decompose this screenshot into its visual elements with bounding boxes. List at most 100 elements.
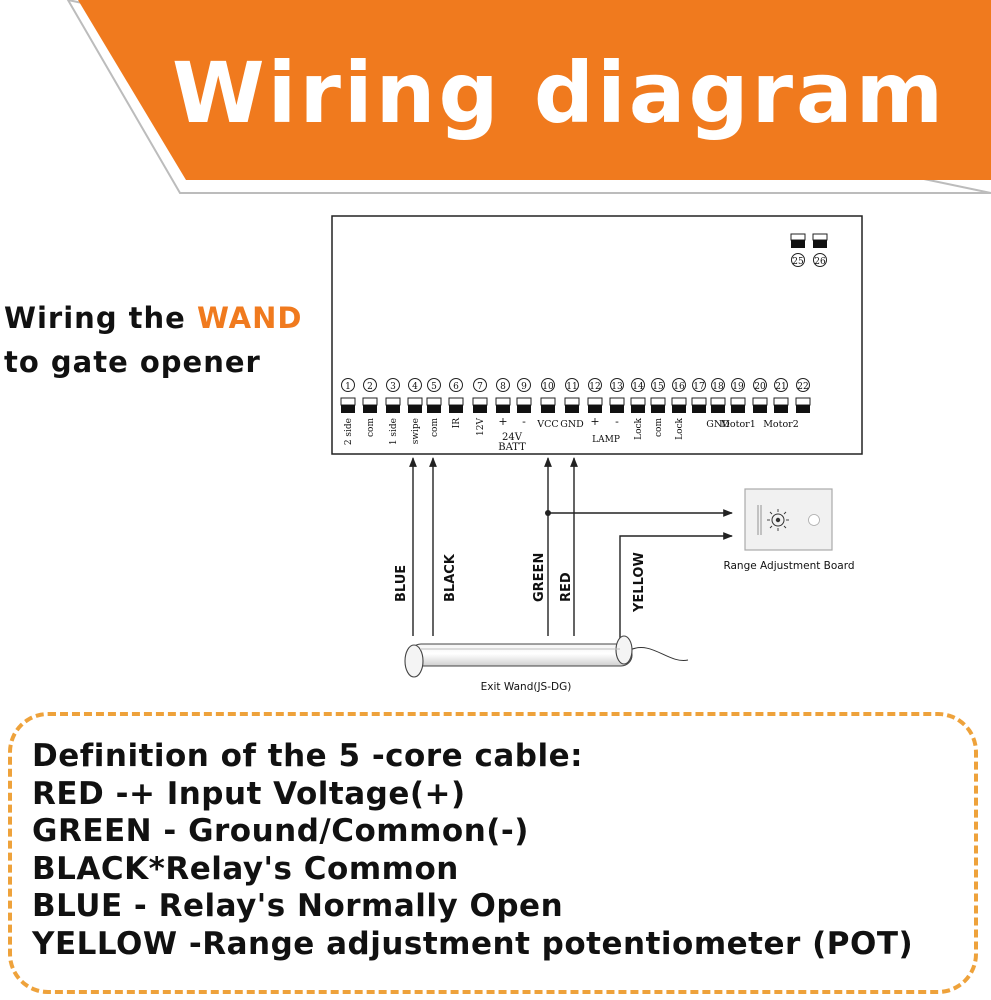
terminal-screw <box>587 397 603 406</box>
definition-green: GREEN - Ground/Common(-) <box>32 813 529 849</box>
terminal-number: 6 <box>453 382 459 392</box>
terminal-label: swipe <box>411 418 421 444</box>
terminal-number: 12 <box>589 382 600 392</box>
terminal-3: 31 side <box>385 378 401 445</box>
terminal-block <box>565 405 579 413</box>
definition-black: BLACK*Relay's Common <box>32 850 459 887</box>
intro-line-1: Wiring the WAND <box>4 296 302 340</box>
wand-right-cap <box>615 635 633 665</box>
terminal-label: - <box>522 415 526 428</box>
terminal-block <box>541 405 555 413</box>
terminal-number-circle <box>565 378 579 392</box>
green-junction-dot <box>545 510 551 516</box>
terminal-number-circle <box>449 378 463 392</box>
terminal-block <box>449 405 463 413</box>
exit-wand <box>404 635 689 678</box>
terminal-label: GND <box>706 419 730 430</box>
banner-orange-shape <box>78 0 991 180</box>
terminal-block <box>813 240 827 248</box>
terminal-12: 12+ <box>587 378 603 428</box>
terminal-screw <box>609 397 625 406</box>
terminal-block <box>692 405 706 413</box>
terminal-15: 15 com <box>650 378 666 437</box>
yellow-wire <box>619 532 733 640</box>
terminal-number: 22 <box>797 382 808 392</box>
terminal-20: 20 <box>752 378 768 413</box>
terminal-label: Lock <box>634 417 644 439</box>
intro-line-1-prefix: Wiring the <box>4 301 197 335</box>
terminal-screw <box>564 397 580 406</box>
terminal-number: 26 <box>814 257 826 267</box>
terminal-block <box>496 405 510 413</box>
range-board-mounting-hole <box>808 514 820 526</box>
terminal-block <box>672 405 686 413</box>
terminal-number: 11 <box>566 382 577 392</box>
terminal-screw <box>472 397 488 406</box>
terminal-screw <box>671 397 687 406</box>
range-board-label: Range Adjustment Board <box>723 560 854 572</box>
terminal-block <box>341 405 355 413</box>
definition-box <box>8 712 978 994</box>
batt-voltage-label: 24V <box>502 432 523 443</box>
terminal-block <box>588 405 602 413</box>
terminal-screw <box>385 397 401 406</box>
terminal-screw <box>495 397 511 406</box>
wire-label-red: RED <box>559 572 574 602</box>
terminal-22: 22 <box>795 378 811 413</box>
wire-label-blue: BLUE <box>394 565 409 602</box>
terminal-number: 10 <box>542 382 554 392</box>
lamp-label: LAMP <box>592 435 620 445</box>
terminal-number-circle <box>796 378 810 392</box>
terminal-label: GND <box>560 419 584 430</box>
terminal-block <box>363 405 377 413</box>
terminal-number: 15 <box>652 382 664 392</box>
terminal-number-circle <box>341 378 355 392</box>
wand-label: Exit Wand(JS-DG) <box>481 681 572 693</box>
terminal-6: 6IR <box>448 378 464 428</box>
terminal-screw <box>691 397 707 406</box>
terminal-screw <box>710 397 726 406</box>
wand-cable <box>629 647 689 661</box>
terminal-screw <box>516 397 532 406</box>
terminal-number: 9 <box>521 382 527 392</box>
definition-blue: BLUE - Relay's Normally Open <box>32 888 564 924</box>
terminal-number-circle <box>631 378 645 392</box>
terminal-screw <box>426 397 442 406</box>
terminal-screw <box>773 397 789 406</box>
wand-highlight: WAND <box>196 301 303 335</box>
definition-list: Definition of the 5 -core cable: RED -+ … <box>32 738 977 963</box>
terminal-number: 25 <box>792 257 804 267</box>
terminal-label: com <box>654 418 664 437</box>
terminal-screw <box>650 397 666 406</box>
terminal-26: 26 <box>812 233 828 267</box>
terminal-label: com <box>430 418 440 437</box>
terminal-number: 7 <box>477 382 483 392</box>
wire-label-yellow: YELLOW <box>632 552 647 613</box>
terminal-block <box>753 405 767 413</box>
wire-label-black: BLACK <box>443 553 458 602</box>
terminal-block <box>796 405 810 413</box>
terminal-number: 21 <box>775 382 786 392</box>
terminal-number-circle <box>517 378 531 392</box>
terminal-25: 25 <box>790 233 806 267</box>
terminal-label: 2 side <box>344 418 354 445</box>
terminal-screw <box>448 397 464 406</box>
terminal-label: Motor2 <box>763 419 799 430</box>
terminal-block <box>651 405 665 413</box>
terminal-block <box>631 405 645 413</box>
terminal-screw <box>795 397 811 406</box>
terminal-block <box>610 405 624 413</box>
terminal-8: 8+ <box>495 378 511 428</box>
terminal-screw <box>730 397 746 406</box>
terminal-number-circle <box>427 378 441 392</box>
terminal-number-circle <box>496 378 510 392</box>
